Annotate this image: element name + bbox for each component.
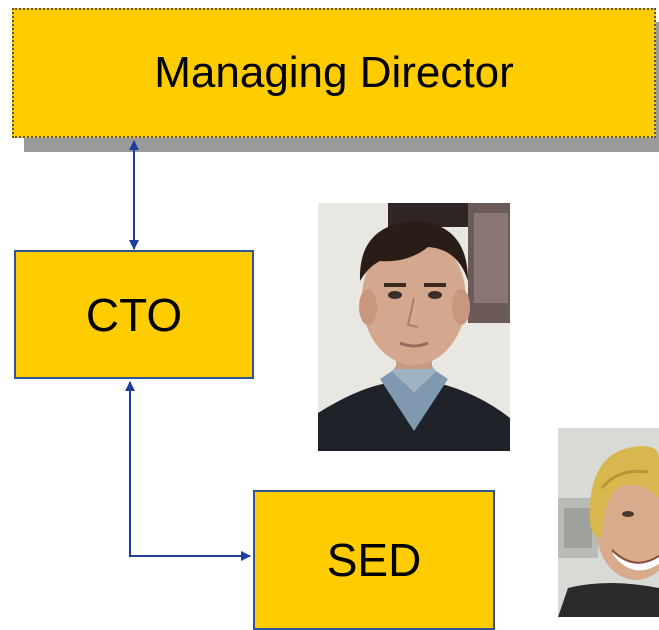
photo-2 xyxy=(558,428,659,617)
sed-label: SED xyxy=(326,534,422,586)
sed-box: SED xyxy=(253,490,495,630)
cto-sed-arrow xyxy=(125,381,251,561)
photo-1 xyxy=(318,203,510,451)
managing-director-label: Managing Director xyxy=(154,48,514,97)
connector-arrows xyxy=(125,140,251,561)
cto-box: CTO xyxy=(14,250,254,379)
cto-label: CTO xyxy=(85,288,183,341)
managing-director-box: Managing Director xyxy=(12,8,656,138)
